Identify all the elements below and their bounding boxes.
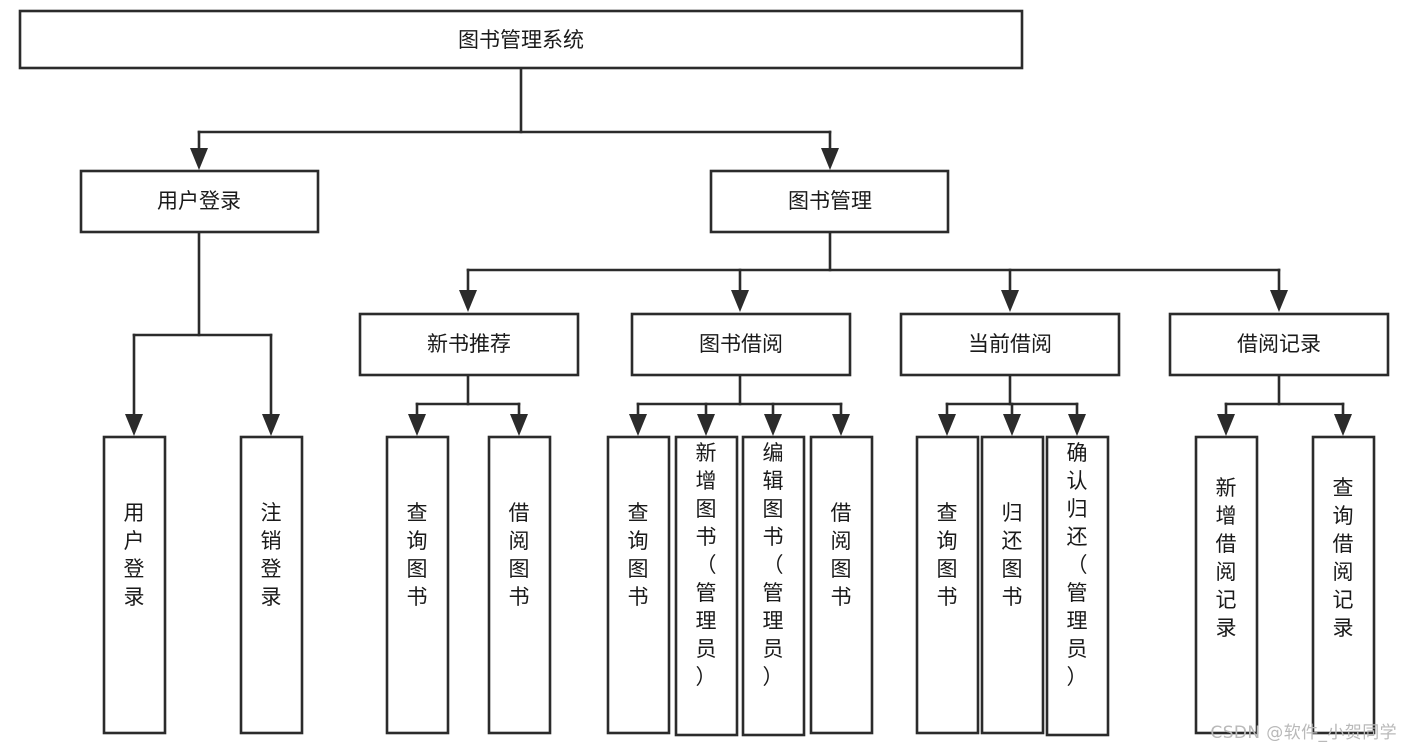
node-root-label: 图书管理系统 xyxy=(458,28,584,52)
node-leaf-confirm-return[interactable]: 确认归还（管理员） xyxy=(1045,435,1110,737)
connectors-root-to-level2 xyxy=(190,66,839,170)
node-leaf-query-book-1-label: 查询图书 xyxy=(407,501,428,609)
node-leaf-add-book[interactable]: 新增图书（管理员） xyxy=(674,435,739,737)
node-leaf-add-book-label: 新增图书（管理员） xyxy=(696,441,717,689)
connectors-borrowrecord-to-leaves xyxy=(1217,373,1352,436)
node-leaf-borrow-book-1-label: 借阅图书 xyxy=(509,501,530,609)
node-borrow-record-label: 借阅记录 xyxy=(1237,332,1321,356)
node-leaf-user-login[interactable]: 用户登录 xyxy=(102,435,167,735)
connectors-bookborrow-to-leaves xyxy=(629,373,850,436)
node-leaf-add-borrow-record-label: 新增借阅记录 xyxy=(1216,476,1237,640)
node-current-borrow-label: 当前借阅 xyxy=(968,332,1052,356)
node-leaf-add-borrow-record[interactable]: 新增借阅记录 xyxy=(1194,435,1259,735)
node-leaf-edit-book-label: 编辑图书（管理员） xyxy=(763,441,784,689)
node-leaf-user-login-label: 用户登录 xyxy=(124,501,145,609)
node-leaf-query-book-3[interactable]: 查询图书 xyxy=(915,435,980,735)
csdn-watermark: CSDN @软件_小贺同学 xyxy=(1210,723,1397,743)
node-leaf-confirm-return-label: 确认归还（管理员） xyxy=(1067,441,1088,689)
connectors-userlogin-to-leaves xyxy=(125,230,280,436)
node-book-borrow[interactable]: 图书借阅 xyxy=(630,312,852,377)
node-leaf-query-book-3-label: 查询图书 xyxy=(937,501,958,609)
node-leaf-query-book-1[interactable]: 查询图书 xyxy=(385,435,450,735)
node-new-book-recommend-label: 新书推荐 xyxy=(427,332,511,356)
node-leaf-query-book-2[interactable]: 查询图书 xyxy=(606,435,671,735)
node-leaf-borrow-book-2-label: 借阅图书 xyxy=(831,501,852,609)
connectors-bookmanagement-to-level3 xyxy=(459,230,1288,312)
node-leaf-return-book[interactable]: 归还图书 xyxy=(980,435,1045,735)
node-book-management[interactable]: 图书管理 xyxy=(709,169,950,234)
node-user-login[interactable]: 用户登录 xyxy=(79,169,320,234)
connectors-newbook-to-leaves xyxy=(408,373,528,436)
node-new-book-recommend[interactable]: 新书推荐 xyxy=(358,312,580,377)
node-user-login-label: 用户登录 xyxy=(157,189,241,213)
connectors-currentborrow-to-leaves xyxy=(938,373,1086,436)
node-leaf-query-borrow-record-label: 查询借阅记录 xyxy=(1333,476,1354,640)
node-leaf-logout-login[interactable]: 注销登录 xyxy=(239,435,304,735)
node-leaf-logout-login-label: 注销登录 xyxy=(261,501,282,609)
node-leaf-borrow-book-2[interactable]: 借阅图书 xyxy=(809,435,874,735)
node-book-borrow-label: 图书借阅 xyxy=(699,332,783,356)
node-leaf-query-borrow-record[interactable]: 查询借阅记录 xyxy=(1311,435,1376,735)
node-root-system[interactable]: 图书管理系统 xyxy=(18,9,1024,70)
node-leaf-edit-book[interactable]: 编辑图书（管理员） xyxy=(741,435,806,737)
node-borrow-record[interactable]: 借阅记录 xyxy=(1168,312,1390,377)
node-leaf-borrow-book-1[interactable]: 借阅图书 xyxy=(487,435,552,735)
node-current-borrow[interactable]: 当前借阅 xyxy=(899,312,1121,377)
node-leaf-return-book-label: 归还图书 xyxy=(1002,501,1023,609)
node-leaf-query-book-2-label: 查询图书 xyxy=(628,501,649,609)
node-book-management-label: 图书管理 xyxy=(788,189,872,213)
